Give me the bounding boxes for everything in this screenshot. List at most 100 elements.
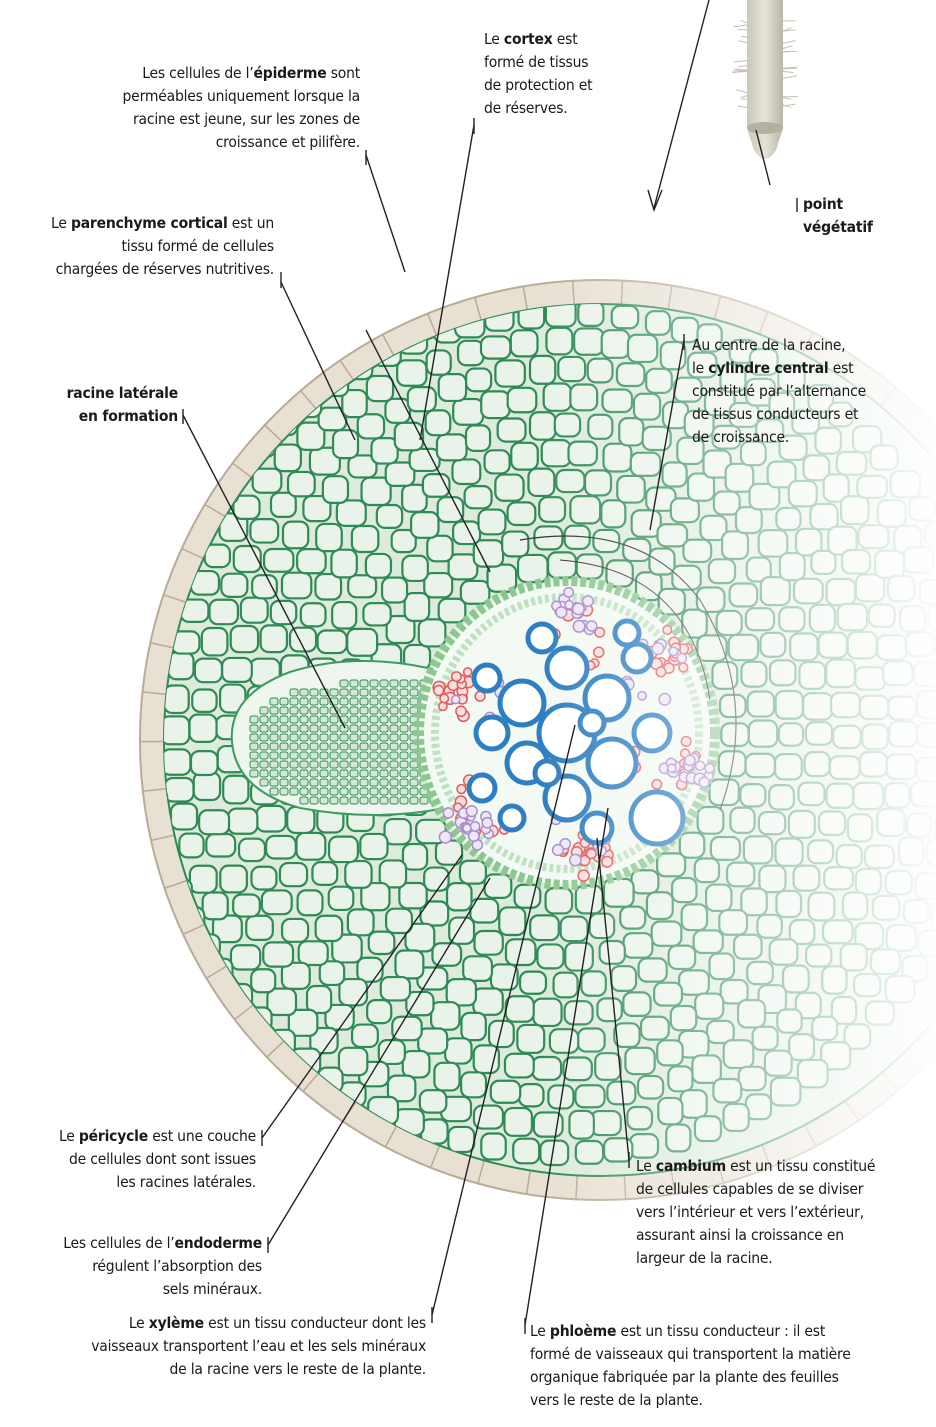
endoderme-text-pre: sels minéraux. — [163, 1280, 262, 1298]
endoderme-text-b: endoderme — [175, 1234, 262, 1252]
epiderme-text-pre: perméables uniquement lorsque la — [123, 87, 360, 105]
xyleme-text-pre: Le — [129, 1314, 149, 1332]
cambium-text-pre: largeur de la racine. — [636, 1249, 773, 1267]
laterale-line: racine latérale — [30, 382, 178, 405]
cortex-line: de protection et — [484, 74, 624, 97]
point-line: point — [803, 193, 933, 216]
label-cambium: Le cambium est un tissu constitué de cell… — [636, 1155, 932, 1270]
cambium-line: de cellules capables de se diviser — [636, 1178, 932, 1201]
xyleme-line: Le xylème est un tissu conducteur dont l… — [6, 1312, 426, 1335]
xyleme-text-post: est un tissu conducteur dont les — [204, 1314, 426, 1332]
cortex-line: de réserves. — [484, 97, 624, 120]
epiderme-line: perméables uniquement lorsque la — [90, 85, 360, 108]
phloeme-text-pre: organique fabriquée par la plante des fe… — [530, 1368, 839, 1386]
cylindre-text-b: cylindre central — [708, 359, 828, 377]
epiderme-text-pre: croissance et pilifère. — [216, 133, 360, 151]
cambium-text-post: est un tissu constitué — [726, 1157, 875, 1175]
label-racine-laterale: racine latérale en formation — [30, 382, 178, 428]
parenchyme-line: Le parenchyme cortical est un — [4, 212, 274, 235]
label-xyleme: Le xylème est un tissu conducteur dont l… — [6, 1312, 426, 1381]
cambium-text-pre: vers l’intérieur et vers l’extérieur, — [636, 1203, 864, 1221]
cambium-line: largeur de la racine. — [636, 1247, 932, 1270]
phloeme-line: vers le reste de la plante. — [530, 1389, 930, 1412]
phloeme-text-b: phloème — [550, 1322, 616, 1340]
pericycle-line: les racines latérales. — [4, 1171, 256, 1194]
label-point-vegetatif: point végétatif — [803, 193, 933, 239]
cambium-text-b: cambium — [656, 1157, 726, 1175]
laterale-line: en formation — [30, 405, 178, 428]
cylindre-text-pre: de tissus conducteurs et — [692, 405, 858, 423]
cambium-text-pre: assurant ainsi la croissance en — [636, 1226, 844, 1244]
epiderme-text-b: épiderme — [254, 64, 327, 82]
parenchyme-text-pre: tissu formé de cellules — [122, 237, 274, 255]
parenchyme-text-pre: chargées de réserves nutritives. — [56, 260, 274, 278]
pericycle-text-post: est une couche — [148, 1127, 256, 1145]
endoderme-text-pre: Les cellules de l’ — [63, 1234, 174, 1252]
label-epiderme: Les cellules de l’épiderme sont perméable… — [90, 62, 360, 154]
label-parenchyme-cortical: Le parenchyme cortical est un tissu formé… — [4, 212, 274, 281]
phloeme-line: Le phloème est un tissu conducteur : il … — [530, 1320, 930, 1343]
cylindre-text-pre: Au centre de la racine, — [692, 336, 846, 354]
cylindre-text-pre: de croissance. — [692, 428, 789, 446]
laterale-text-b: racine latérale — [67, 384, 178, 402]
phloeme-text-post: est un tissu conducteur : il est — [616, 1322, 825, 1340]
cambium-text-pre: de cellules capables de se diviser — [636, 1180, 863, 1198]
cylindre-text-post: est — [829, 359, 854, 377]
cortex-line: formé de tissus — [484, 51, 624, 74]
cylindre-text-pre: le — [692, 359, 708, 377]
cortex-text-post: est — [553, 30, 578, 48]
phloeme-text-pre: vers le reste de la plante. — [530, 1391, 703, 1409]
cortex-text-pre: Le — [484, 30, 504, 48]
cortex-text-b: cortex — [504, 30, 553, 48]
phloeme-text-pre: formé de vaisseaux qui transportent la m… — [530, 1345, 851, 1363]
point-text-b: point — [803, 195, 843, 213]
pericycle-text-pre: de cellules dont sont issues — [69, 1150, 256, 1168]
xyleme-line: de la racine vers le reste de la plante. — [6, 1358, 426, 1381]
endoderme-text-pre: régulent l’absorption des — [92, 1257, 262, 1275]
parenchyme-text-pre: Le — [51, 214, 71, 232]
cylindre-line: le cylindre central est — [692, 357, 912, 380]
cortex-text-pre: de réserves. — [484, 99, 568, 117]
parenchyme-line: chargées de réserves nutritives. — [4, 258, 274, 281]
parenchyme-line: tissu formé de cellules — [4, 235, 274, 258]
cambium-line: assurant ainsi la croissance en — [636, 1224, 932, 1247]
epiderme-text-pre: racine est jeune, sur les zones de — [133, 110, 360, 128]
phloeme-line: organique fabriquée par la plante des fe… — [530, 1366, 930, 1389]
endoderme-line: sels minéraux. — [4, 1278, 262, 1301]
endoderme-line: régulent l’absorption des — [4, 1255, 262, 1278]
point-text-b: végétatif — [803, 218, 873, 236]
cylindre-text-pre: constitué par l’alternance — [692, 382, 866, 400]
label-cortex: Le cortex est formé de tissus de protectio… — [484, 28, 624, 120]
xyleme-text-pre: vaisseaux transportent l’eau et les sels… — [91, 1337, 426, 1355]
epiderme-line: Les cellules de l’épiderme sont — [90, 62, 360, 85]
root-tip — [732, 0, 798, 159]
cambium-line: Le cambium est un tissu constitué — [636, 1155, 932, 1178]
pericycle-line: Le péricycle est une couche — [4, 1125, 256, 1148]
xyleme-line: vaisseaux transportent l’eau et les sels… — [6, 1335, 426, 1358]
label-pericycle: Le péricycle est une couche de cellules d… — [4, 1125, 256, 1194]
epiderme-line: racine est jeune, sur les zones de — [90, 108, 360, 131]
pericycle-text-pre: Le — [59, 1127, 79, 1145]
label-cylindre-central: Au centre de la racine, le cylindre centr… — [692, 334, 912, 449]
parenchyme-text-post: est un — [228, 214, 274, 232]
parenchyme-text-b: parenchyme cortical — [71, 214, 228, 232]
epiderme-line: croissance et pilifère. — [90, 131, 360, 154]
cylindre-line: de croissance. — [692, 426, 912, 449]
xyleme-text-pre: de la racine vers le reste de la plante. — [169, 1360, 426, 1378]
pericycle-text-pre: les racines latérales. — [116, 1173, 256, 1191]
phloeme-text-pre: Le — [530, 1322, 550, 1340]
cortex-text-pre: formé de tissus — [484, 53, 588, 71]
epiderme-text-post: sont — [326, 64, 360, 82]
cortex-line: Le cortex est — [484, 28, 624, 51]
endoderme-line: Les cellules de l’endoderme — [4, 1232, 262, 1255]
phloeme-line: formé de vaisseaux qui transportent la m… — [530, 1343, 930, 1366]
label-phloeme: Le phloème est un tissu conducteur : il … — [530, 1320, 930, 1412]
laterale-text-b: en formation — [79, 407, 178, 425]
label-endoderme: Les cellules de l’endoderme régulent l’ab… — [4, 1232, 262, 1301]
cylindre-line: de tissus conducteurs et — [692, 403, 912, 426]
cambium-line: vers l’intérieur et vers l’extérieur, — [636, 1201, 932, 1224]
cortex-text-pre: de protection et — [484, 76, 592, 94]
cambium-text-pre: Le — [636, 1157, 656, 1175]
pericycle-text-b: péricycle — [79, 1127, 148, 1145]
point-line: végétatif — [803, 216, 933, 239]
